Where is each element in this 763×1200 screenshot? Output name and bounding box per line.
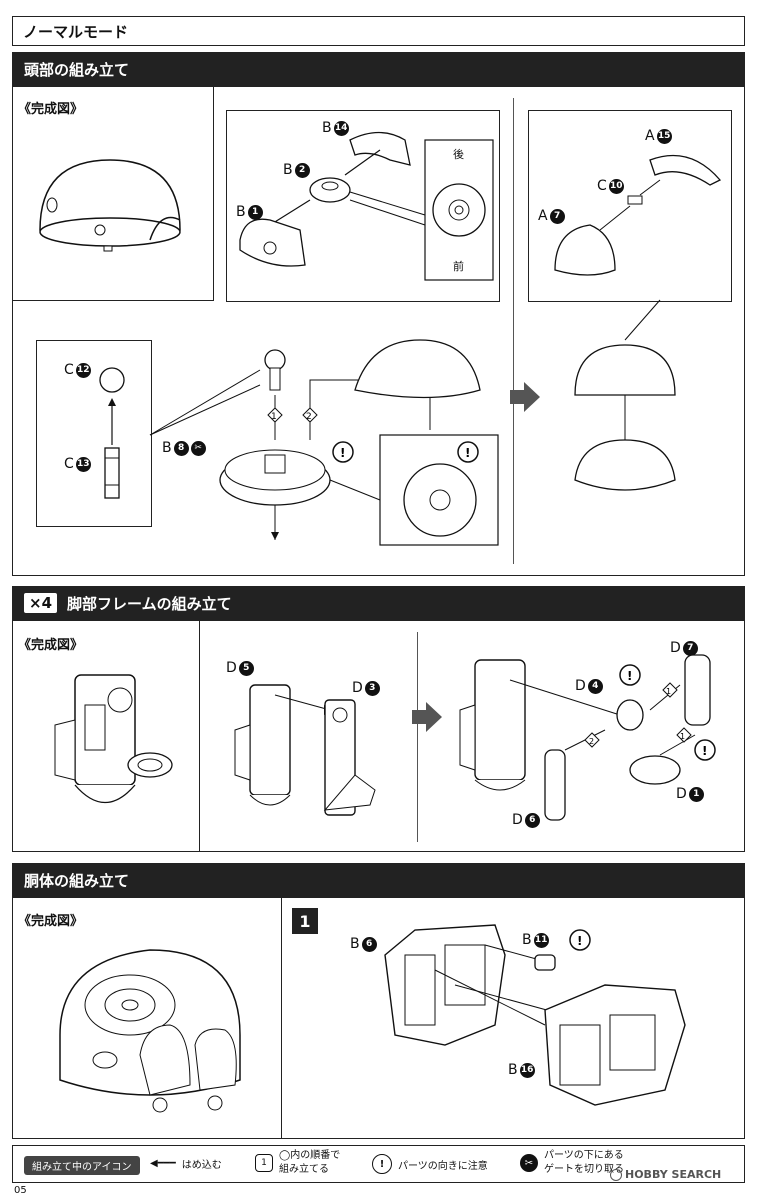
svg-text:!: !	[627, 669, 632, 683]
step-arrow-head	[510, 382, 540, 412]
mode-title-text: ノーマルモード	[23, 22, 129, 41]
svg-text:1: 1	[666, 687, 671, 696]
page-number: 05	[14, 1185, 27, 1196]
label-back: 後	[453, 148, 464, 161]
leg-step2-illustration: ! 1 ! 1 2	[459, 654, 716, 821]
order-hexagon-icon: 1	[255, 1154, 273, 1172]
legend-insert: ◀━━━ はめ込む	[150, 1158, 222, 1171]
watermark-logo-icon	[610, 1168, 622, 1181]
section-body-title: 胴体の組み立て	[24, 871, 130, 890]
leg-complete-label: 《完成図》	[18, 638, 84, 653]
head-divider	[513, 98, 514, 564]
head-dome-illustration	[39, 159, 181, 252]
svg-text:2: 2	[589, 737, 594, 746]
svg-text:2: 2	[306, 412, 312, 422]
svg-text:!: !	[702, 744, 707, 758]
leg-complete-illustration	[54, 674, 173, 804]
svg-text:!: !	[465, 446, 470, 460]
watermark: HOBBY SEARCH	[610, 1168, 721, 1181]
head-outer-illustration	[554, 154, 722, 491]
section-head-title: 頭部の組み立て	[24, 60, 130, 79]
legend-caution: ! パーツの向きに注意	[372, 1154, 488, 1174]
legend-gate: ✂ パーツの下にある ゲートを切り取る	[520, 1149, 624, 1177]
section-leg-title: 脚部フレームの組み立て	[67, 594, 232, 613]
leg-divider	[417, 632, 418, 842]
body-step-illustration: !	[384, 924, 686, 1106]
gate-icon: ✂	[190, 440, 206, 456]
svg-text:1: 1	[271, 412, 277, 422]
multiplier-badge: ×4	[24, 593, 58, 613]
section-body-bar: 胴体の組み立て	[12, 863, 745, 897]
gate-cut-icon: ✂	[520, 1154, 538, 1172]
section-head-bar: 頭部の組み立て	[12, 52, 745, 86]
insert-arrow-icon: ◀━━━	[150, 1158, 176, 1169]
head-base-illustration: 1 2 ! !	[149, 339, 499, 546]
mode-title: ノーマルモード	[12, 16, 745, 46]
leg-step1-illustration	[234, 684, 376, 816]
body-complete-illustration	[59, 949, 241, 1113]
legend-order: 1 ◯内の順番で 組み立てる	[255, 1149, 340, 1177]
svg-text:!: !	[577, 934, 582, 948]
body-complete-label: 《完成図》	[18, 914, 84, 929]
section-leg-bar: ×4 脚部フレームの組み立て	[12, 586, 745, 620]
body-step-number: 1	[292, 908, 318, 934]
label-front: 前	[453, 260, 464, 273]
head-peg-illustration	[99, 367, 125, 499]
caution-icon: !	[372, 1154, 392, 1174]
svg-text:1: 1	[680, 732, 685, 741]
head-complete-label: 《完成図》	[18, 102, 84, 117]
legend-badge: 組み立て中のアイコン	[24, 1156, 140, 1175]
head-peg-box	[36, 340, 152, 527]
head-parts-illustration	[239, 131, 494, 281]
step-arrow-leg	[412, 702, 442, 732]
svg-text:!: !	[340, 446, 345, 460]
